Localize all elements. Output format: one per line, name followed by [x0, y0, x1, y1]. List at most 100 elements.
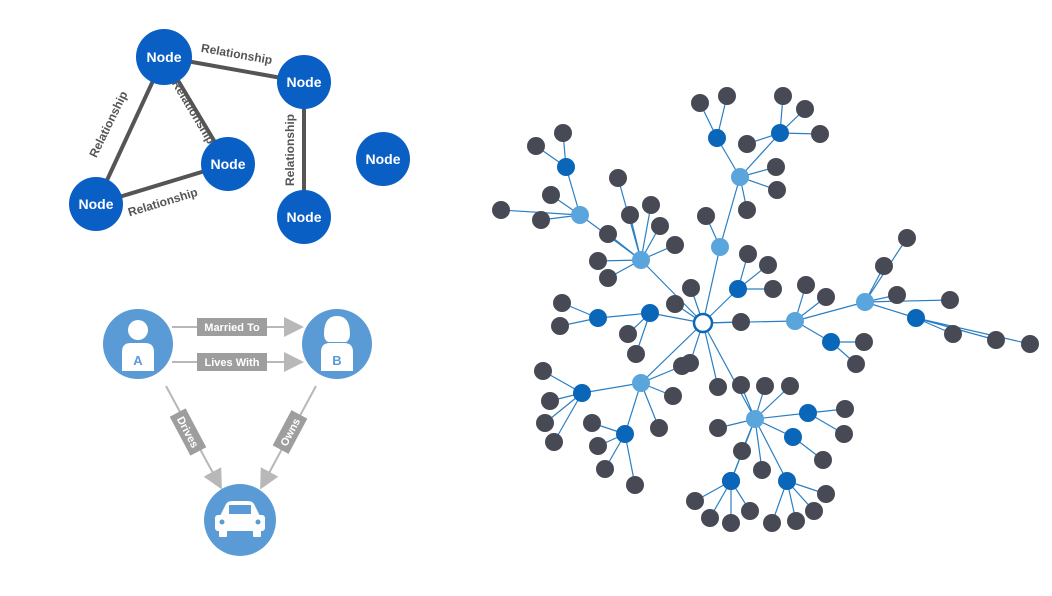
network-leaf-node: [701, 509, 719, 527]
network-subcluster-node: [784, 428, 802, 446]
network-leaf-node: [836, 400, 854, 418]
network-edge: [739, 132, 781, 178]
network-cluster-node: [632, 374, 650, 392]
network-subcluster-node: [729, 280, 747, 298]
network-leaf-node: [691, 94, 709, 112]
network-leaf-node: [650, 419, 668, 437]
network-leaf-node: [739, 245, 757, 263]
edge-label-diagonal: Relationship: [169, 77, 218, 146]
network-edge: [640, 204, 652, 261]
network-leaf-node: [797, 276, 815, 294]
network-leaf-node: [732, 313, 750, 331]
network-leaf-node: [589, 252, 607, 270]
node-label: Node: [366, 151, 401, 167]
network-cluster-node: [786, 312, 804, 330]
network-leaf-node: [875, 257, 893, 275]
svg-text:Lives With: Lives With: [205, 357, 260, 369]
node-label: Node: [79, 196, 114, 212]
person-b-node: B: [302, 309, 372, 379]
label-owns: Owns: [272, 410, 308, 454]
network-leaf-node: [767, 158, 785, 176]
network-leaf-node: [621, 206, 639, 224]
network-subcluster-node: [907, 309, 925, 327]
person-icon: [321, 316, 353, 371]
network-subcluster-node: [589, 309, 607, 327]
network-leaf-node: [596, 460, 614, 478]
network-leaf-node: [627, 345, 645, 363]
network-edge: [581, 382, 642, 394]
network-leaf-node: [814, 451, 832, 469]
network-leaf-node: [527, 137, 545, 155]
network-edge: [719, 176, 741, 248]
network-edge: [794, 301, 866, 322]
network-subcluster-node: [708, 129, 726, 147]
network-edge: [702, 246, 721, 324]
network-leaf-node: [787, 512, 805, 530]
network-subcluster-node: [573, 384, 591, 402]
network-subcluster-node: [778, 472, 796, 490]
network-leaf-node: [666, 236, 684, 254]
label-lives-with: Lives With: [197, 353, 267, 371]
network-leaf-node: [589, 437, 607, 455]
person-a-node: A: [103, 309, 173, 379]
network-edge: [754, 418, 788, 482]
network-leaf-node: [697, 207, 715, 225]
network-edge: [915, 317, 1031, 345]
network-leaf-node: [805, 502, 823, 520]
network-hub-node: [692, 312, 714, 334]
network-leaf-node: [673, 357, 691, 375]
network-leaf-node: [599, 269, 617, 287]
network-leaf-node: [753, 461, 771, 479]
network-leaf-node: [759, 256, 777, 274]
network-leaf-node: [811, 125, 829, 143]
node-label: Node: [147, 49, 182, 65]
network-leaf-node: [774, 87, 792, 105]
network-leaf-node: [551, 317, 569, 335]
network-edge: [864, 299, 951, 303]
network-subcluster-node: [616, 425, 634, 443]
network-subcluster-node: [771, 124, 789, 142]
network-leaf-node: [709, 378, 727, 396]
network-cluster-node: [731, 168, 749, 186]
network-subcluster-node: [557, 158, 575, 176]
network-leaf-node: [944, 325, 962, 343]
network-leaf-node: [541, 392, 559, 410]
network-leaf-node: [532, 211, 550, 229]
network-leaf-node: [847, 355, 865, 373]
network-subcluster-node: [722, 472, 740, 490]
network-leaf-node: [626, 476, 644, 494]
node-label: Node: [287, 209, 322, 225]
person-b-label: B: [332, 353, 341, 368]
network-leaf-node: [732, 376, 750, 394]
network-leaf-node: [764, 280, 782, 298]
network-leaf-node: [733, 442, 751, 460]
node-right: Node: [277, 55, 331, 109]
network-leaf-node: [583, 414, 601, 432]
network-leaf-node: [738, 135, 756, 153]
network-edge: [640, 259, 704, 324]
label-drives: Drives: [169, 408, 207, 456]
network-leaf-node: [686, 492, 704, 510]
network-leaf-node: [1021, 335, 1039, 353]
network-subcluster-node: [822, 333, 840, 351]
network-subcluster-node: [799, 404, 817, 422]
network-leaf-node: [642, 196, 660, 214]
label-married-to: Married To: [197, 318, 267, 336]
node-label: Node: [211, 156, 246, 172]
edge-label-top: Relationship: [200, 41, 273, 67]
network-leaf-node: [666, 295, 684, 313]
node-bottom: Node: [277, 190, 331, 244]
network-cluster-node: [746, 410, 764, 428]
network-leaf-node: [554, 124, 572, 142]
network-leaf-node: [609, 169, 627, 187]
network-leaf-node: [534, 362, 552, 380]
network-leaf-node: [545, 433, 563, 451]
car-node: [204, 484, 276, 556]
network-edge: [702, 322, 719, 388]
network-leaf-node: [796, 100, 814, 118]
network-cluster-node: [571, 206, 589, 224]
network-leaf-node: [542, 186, 560, 204]
network-edge: [702, 322, 756, 420]
